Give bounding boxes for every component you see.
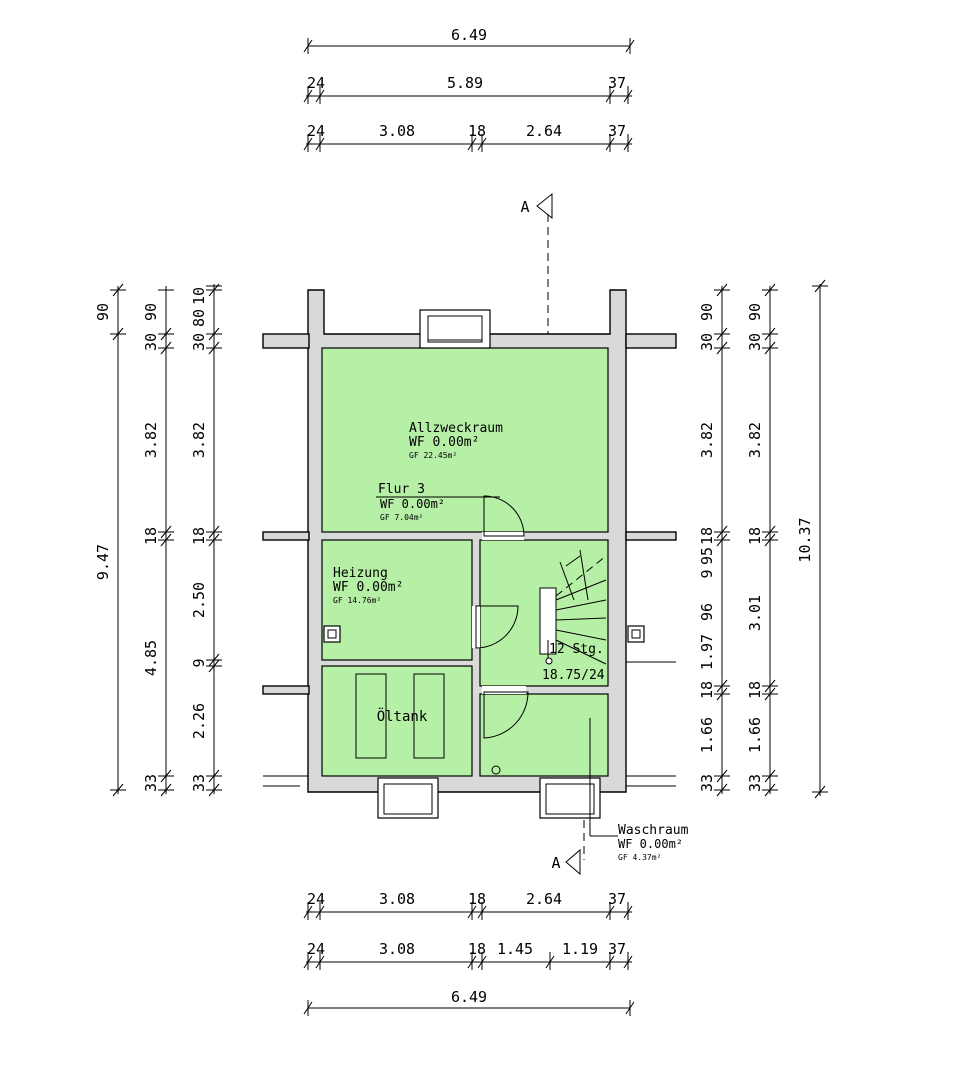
top-dimension-chains: 6.49 24 5.89 37 24 3.08 18 2.64 37 [303,26,635,152]
room-oeltank [321,665,473,777]
stair [539,549,607,665]
dim-bottom-r2-b: 3.08 [379,940,415,958]
dim-right-c2-c: 3.82 [746,422,764,458]
building [262,289,677,837]
dim-top-overall: 6.49 [451,26,487,44]
dim-bottom-r1-c: 18 [468,890,486,908]
room-labels: Allzweckraum WF 0.00m² GF 22.45m² Flur 3… [333,421,689,862]
dim-right-c1-g: 1.97 [698,634,716,670]
dim-right-c1-d: 18 [698,527,716,545]
heizung-gf: GF 14.76m² [333,596,381,605]
flur-wf: WF 0.00m² [380,497,445,511]
bottom-dimension-chains: 24 3.08 18 2.64 37 24 3.08 18 1.45 1.19 … [303,890,635,1016]
dim-top-r2-left: 24 [307,74,325,92]
dim-right-c1-e: 9 [698,569,716,578]
right-dimension-chains: 30 90 3.82 18 9 95 1.97 96 18 1.66 33 30… [698,279,828,799]
flur-name: Flur 3 [378,482,425,497]
stair-ratio: 18.75/24 [542,668,605,683]
dim-top-r2-middle: 5.89 [447,74,483,92]
room-waschraum [479,693,609,777]
dim-top-r2-right: 37 [608,74,626,92]
dim-right-c1-j: 1.66 [698,717,716,753]
dim-left-c3-f: 2.50 [190,582,208,618]
dim-left-c3-c: 80 [190,309,208,327]
allzweck-name: Allzweckraum [409,421,503,436]
dim-left-c2-e: 4.85 [142,640,160,676]
dim-top-r3-a: 24 [307,122,325,140]
dim-left-c2-a: 30 [142,333,160,351]
flur-gf: GF 7.04m² [380,513,423,522]
dim-left-c3-i: 33 [190,774,208,792]
section-marker-bottom: A [551,854,560,872]
dim-left-c3-b: 30 [190,333,208,351]
dim-right-c1-b: 90 [698,303,716,321]
allzweck-gf: GF 22.45m² [409,451,457,460]
dim-left-c3-e: 18 [190,527,208,545]
dim-right-c2-g: 1.66 [746,717,764,753]
dim-top-r3-d: 2.64 [526,122,562,140]
dim-bottom-r1-b: 3.08 [379,890,415,908]
dim-top-r3-b: 3.08 [379,122,415,140]
dim-left-c2-c: 3.82 [142,422,160,458]
dim-right-c1-k: 33 [698,774,716,792]
dim-bottom-r2-a: 24 [307,940,325,958]
dim-right-c2-f: 18 [746,681,764,699]
dim-left-c2-b: 90 [142,303,160,321]
left-dimension-chains: 90 9.47 30 90 3.82 18 4.85 33 10 30 80 3… [94,283,222,797]
dim-right-c2-h: 33 [746,774,764,792]
dim-left-c2-f: 33 [142,774,160,792]
dim-right-c2-a: 30 [746,333,764,351]
heizung-name: Heizung [333,566,388,581]
dim-left-c3-a: 10 [190,287,208,305]
waschraum-gf: GF 4.37m² [618,853,661,862]
dim-bottom-r2-e: 1.19 [562,940,598,958]
dim-top-r3-c: 18 [468,122,486,140]
dim-bottom-r2-c: 18 [468,940,486,958]
dim-left-c3-h: 2.26 [190,703,208,739]
dim-right-c1-h: 96 [698,603,716,621]
waschraum-wf: WF 0.00m² [618,837,683,851]
heizung-wf: WF 0.00m² [333,580,403,595]
dim-top-r3-e: 37 [608,122,626,140]
dim-right-c1-f: 95 [698,547,716,565]
dim-bottom-r2-d: 1.45 [497,940,533,958]
dim-bottom-r1-d: 2.64 [526,890,562,908]
dim-right-c2-d: 18 [746,527,764,545]
dim-right-c2-e: 3.01 [746,595,764,631]
dim-right-c2-b: 90 [746,303,764,321]
dim-left-c3-g: 9 [190,658,208,667]
section-marker-top: A [520,198,529,216]
dim-left-c2-d: 18 [142,527,160,545]
room-allzweckraum [321,347,609,533]
dim-bottom-r1-a: 24 [307,890,325,908]
dim-right-c1-c: 3.82 [698,422,716,458]
dim-bottom-r1-e: 37 [608,890,626,908]
dim-right-c1-a: 30 [698,333,716,351]
stair-steps: 12 Stg. [549,642,604,657]
dim-bottom-overall: 6.49 [451,988,487,1006]
dim-left-c3-d: 3.82 [190,422,208,458]
waschraum-name: Waschraum [618,823,689,838]
room-heizung [321,539,473,661]
allzweck-wf: WF 0.00m² [409,435,479,450]
oeltank-name: Öltank [377,707,428,725]
dim-left-c1-b: 9.47 [94,544,112,580]
dim-right-c1-i: 18 [698,681,716,699]
dim-bottom-r2-f: 37 [608,940,626,958]
dim-right-overall: 10.37 [796,517,814,562]
dim-left-c1-a: 90 [94,303,112,321]
